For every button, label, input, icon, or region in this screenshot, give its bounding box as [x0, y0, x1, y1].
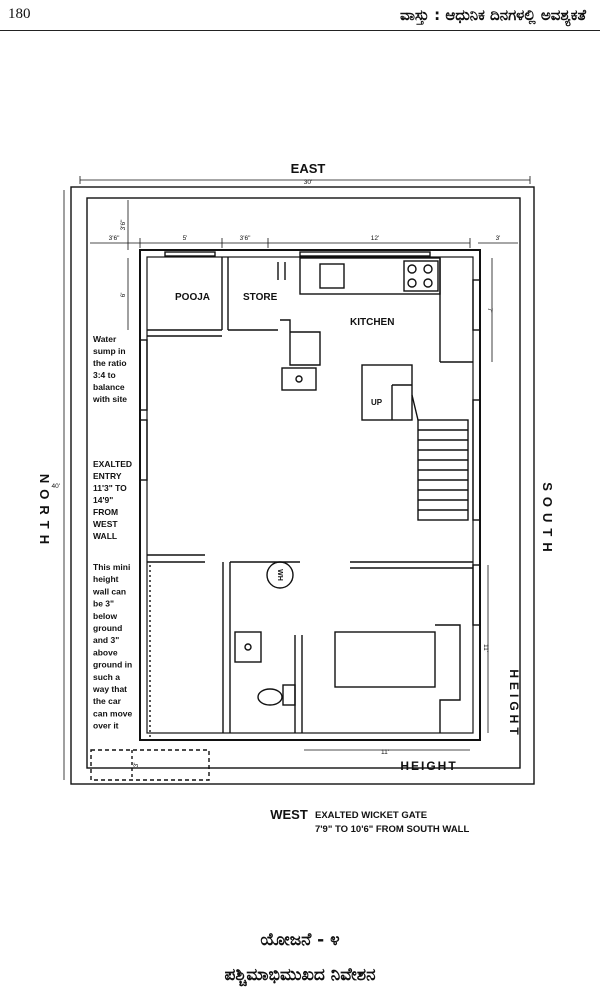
window-west-1: [139, 339, 148, 411]
note-exalted-entry: EXALTED ENTRY 11'3" TO 14'9" FROM WEST WALL: [93, 459, 132, 541]
note-line: wall can: [92, 586, 126, 596]
note-line: EXALTED: [93, 459, 132, 469]
note-line: 14'9": [93, 495, 113, 505]
dim-bed-width: 11': [381, 749, 389, 756]
house-outer-wall: [139, 249, 481, 741]
label-south: SOUTH: [540, 482, 555, 558]
window-top-2: [299, 251, 431, 257]
window-east-1: [472, 279, 481, 331]
label-north: NORTH: [37, 474, 52, 550]
stair-up-label: UP: [371, 398, 383, 407]
label-height-side: HEIGHT: [507, 669, 521, 738]
wicket-gate-note-2: 7'9" TO 10'6" FROM SOUTH WALL: [315, 824, 469, 835]
plan-title-caption: ಪಶ್ಚಿಮಾಭಿಮುಖದ ನಿವೇಶನ: [224, 965, 376, 985]
window-east-2: [472, 399, 481, 521]
window-west-2: [139, 419, 148, 481]
bed: [334, 631, 436, 688]
room-pooja: POOJA: [175, 292, 210, 303]
dim-seg-5: 3': [496, 235, 501, 242]
note-line: the ratio: [93, 358, 127, 368]
note-line: 11'3" TO: [93, 483, 127, 493]
note-line: way that: [92, 684, 127, 694]
note-line: WALL: [93, 531, 117, 541]
room-kitchen: KITCHEN: [350, 317, 394, 328]
window-top-1: [164, 251, 216, 257]
note-line: over it: [93, 721, 119, 731]
toilet-cistern: [282, 684, 296, 706]
dim-seg-3: 3'6": [240, 235, 251, 242]
note-line: with site: [92, 394, 127, 404]
note-line: This mini: [93, 562, 130, 572]
label-height-bottom: HEIGHT: [400, 759, 457, 773]
note-mini-wall: This mini height wall can be 3" below ground a…: [92, 562, 132, 731]
water-heater: [266, 561, 294, 589]
header-rule: [0, 30, 600, 31]
dim-seg-4: 12': [371, 235, 379, 242]
dim-bed-depth: 11': [482, 644, 489, 652]
wash-basin: [281, 367, 317, 391]
dim-seg-1: 3'6": [109, 235, 120, 242]
wicket-gate-note-1: EXALTED WICKET GATE: [315, 810, 427, 821]
note-line: the car: [93, 696, 122, 706]
note-line: below: [93, 611, 117, 621]
note-line: be 3": [93, 599, 114, 609]
note-line: such a: [93, 672, 120, 682]
note-line: 3:4 to: [93, 370, 116, 380]
label-east: EAST: [291, 161, 326, 176]
house-inner-wall: [146, 256, 474, 734]
bath-basin: [234, 631, 262, 663]
note-line: FROM: [93, 507, 118, 517]
dim-gate-width: 3': [133, 763, 140, 768]
note-line: sump in: [93, 346, 126, 356]
note-line: ENTRY: [93, 471, 122, 481]
toilet: [257, 688, 283, 706]
dim-kitchen-depth: 7': [486, 308, 493, 313]
plot-boundary-outer: [70, 186, 535, 785]
note-line: WEST: [93, 519, 118, 529]
note-water-sump: Water sump in the ratio 3:4 to balance with s…: [92, 334, 127, 404]
note-line: Water: [93, 334, 117, 344]
dim-top-offset: 3'6": [120, 219, 127, 230]
stair-landing: [361, 364, 413, 421]
label-west: WEST: [270, 807, 308, 822]
wash-counter: [280, 319, 321, 366]
water-heater-label: WH: [276, 569, 283, 581]
note-line: ground in: [93, 660, 132, 670]
wicket-gate: [90, 749, 210, 781]
dim-east-width: 30': [304, 179, 312, 186]
note-line: balance: [93, 382, 125, 392]
note-line: height: [93, 574, 119, 584]
note-line: can move: [93, 708, 132, 718]
dim-north-length: 40': [52, 483, 60, 490]
dim-pooja-depth: 6': [120, 293, 127, 298]
page-number: 180: [8, 6, 31, 22]
plan-number-caption: ಯೋಜನೆ - ೪: [260, 930, 340, 950]
room-store: STORE: [243, 292, 278, 303]
note-line: above: [93, 647, 118, 657]
note-line: ground: [93, 623, 122, 633]
kitchen-sink: [319, 263, 345, 289]
dim-seg-2: 5': [183, 235, 188, 242]
plot-boundary-inner: [86, 197, 521, 769]
running-title: ವಾಸ್ತು : ಆಧುನಿಕ ದಿನಗಳಲ್ಲಿ ಅವಶ್ಯಕತೆ: [399, 6, 586, 24]
wardrobe: [435, 624, 461, 733]
stove: [403, 260, 439, 292]
window-east-3: [472, 564, 481, 626]
note-line: and 3": [93, 635, 119, 645]
